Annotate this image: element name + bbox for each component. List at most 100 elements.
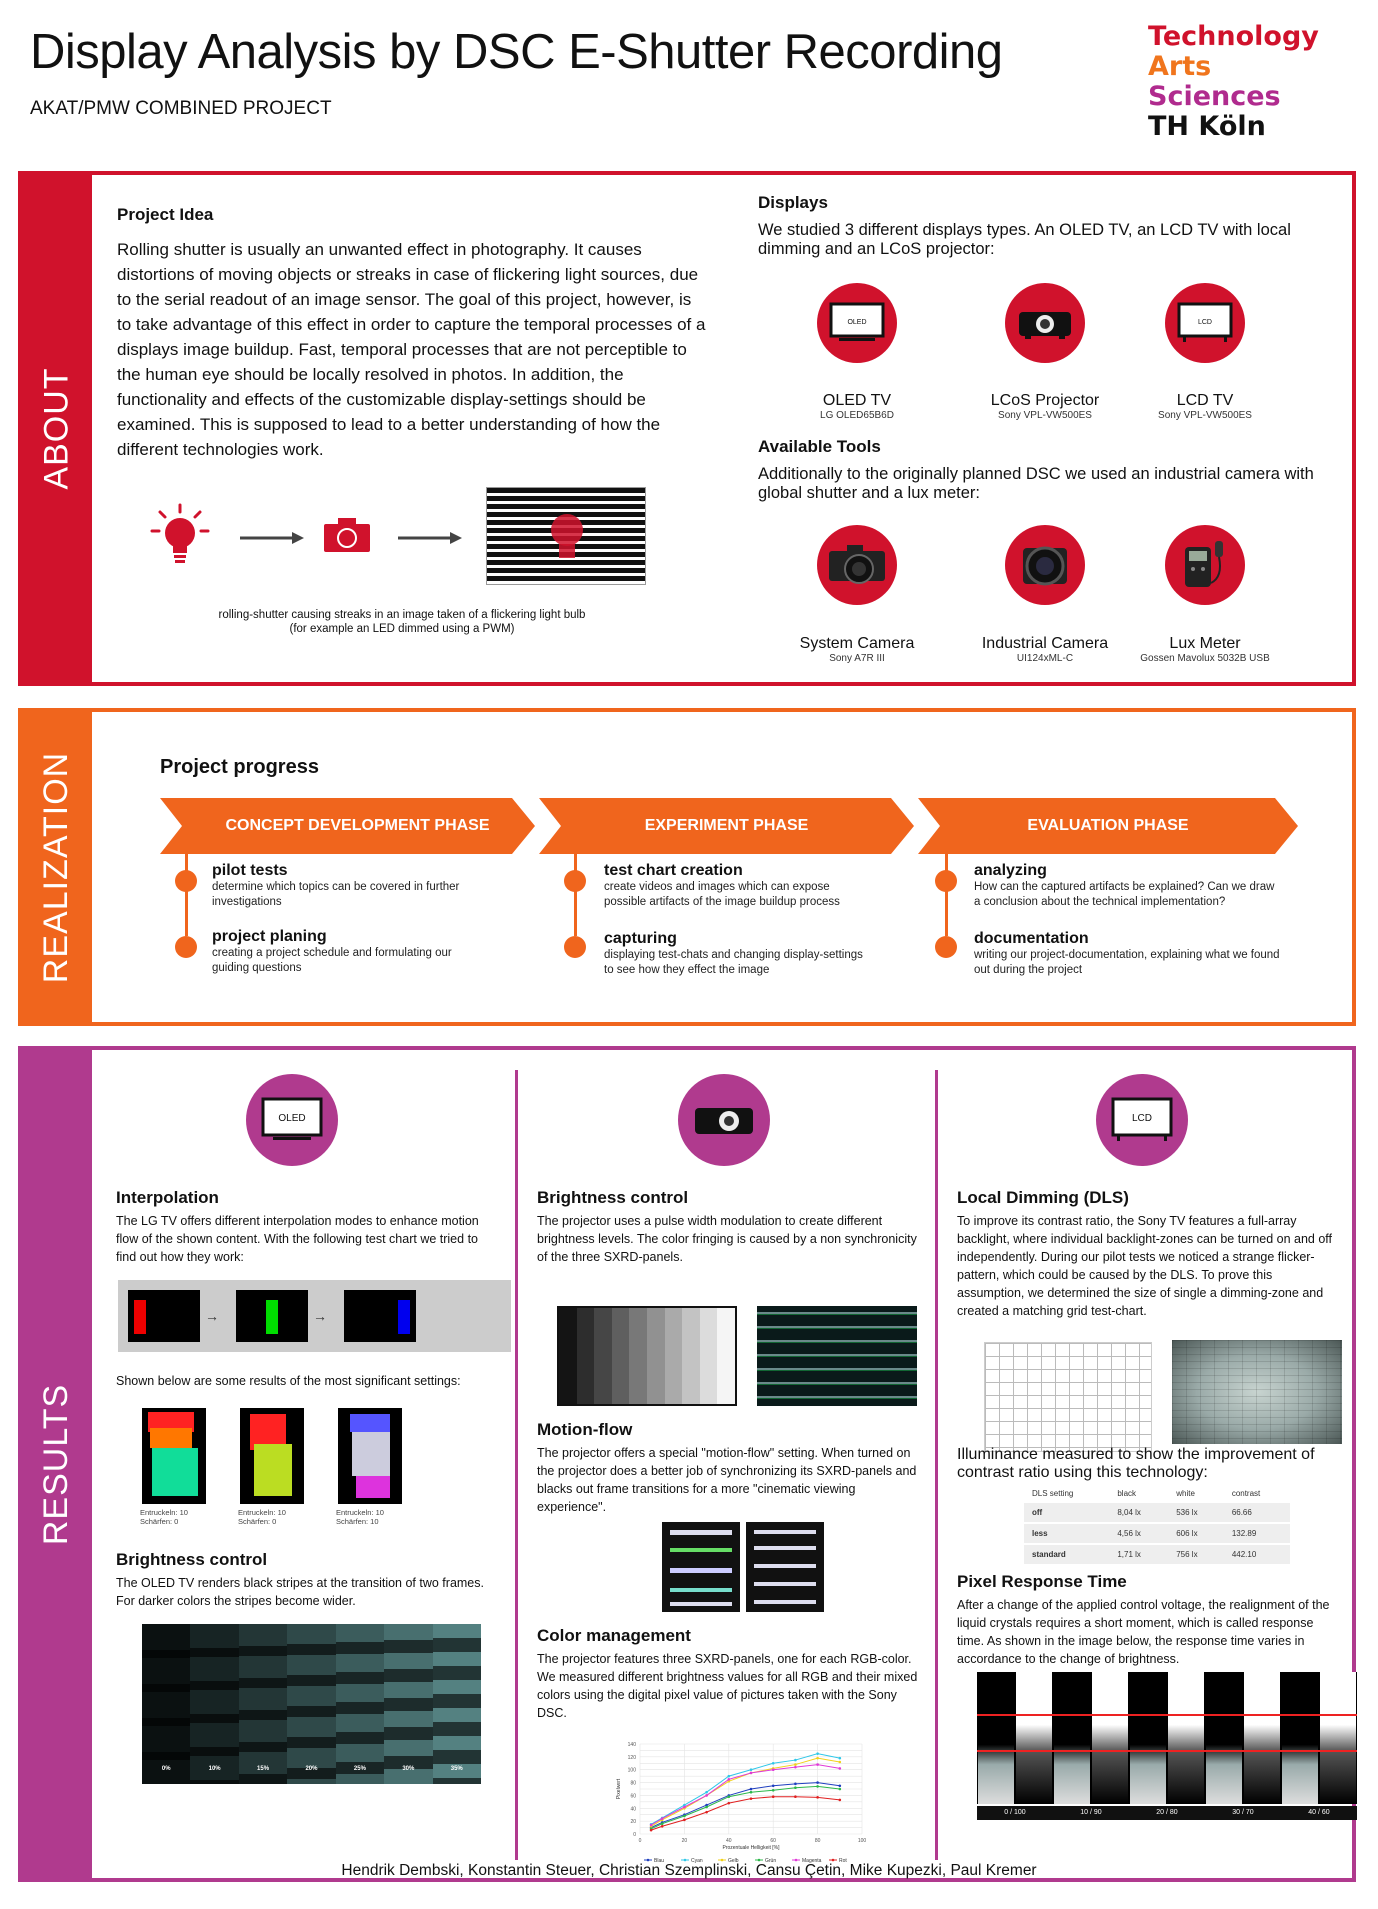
gray-step <box>646 1308 665 1404</box>
data-point <box>749 1797 753 1800</box>
timeline-dot <box>564 870 586 892</box>
displays-block: Displays We studied 3 different displays… <box>758 193 1338 259</box>
task-text: creating a project schedule and formulat… <box>212 947 452 974</box>
y-tick-label: 0 <box>633 1832 636 1838</box>
brightness-step: 25% <box>335 1624 385 1784</box>
gray-step <box>717 1308 735 1404</box>
legend-marker <box>757 1858 761 1862</box>
data-point <box>838 1787 842 1791</box>
motion-flow-text: The projector offers a special "motion-f… <box>537 1446 917 1514</box>
table-cell: 536 lx <box>1168 1503 1224 1524</box>
task-title: pilot tests <box>212 862 288 879</box>
oled-brightness-text: The OLED TV renders black stripes at the… <box>116 1576 484 1608</box>
y-tick-label: 20 <box>630 1819 636 1825</box>
legend-label: Rot <box>839 1858 847 1864</box>
x-tick-label: 60 <box>770 1838 776 1844</box>
task-title: capturing <box>604 930 677 947</box>
task-title: project planing <box>212 928 327 945</box>
pixel-response-block: Pixel Response Time After a change of th… <box>957 1572 1342 1668</box>
brightness-step: 35% <box>432 1624 481 1784</box>
data-point <box>771 1761 775 1765</box>
data-point <box>660 1817 664 1820</box>
interpolation-heading: Interpolation <box>116 1188 219 1207</box>
oled-screen-label: OLED <box>847 319 866 326</box>
data-point <box>794 1763 797 1766</box>
brightness-step: 30% <box>384 1624 433 1784</box>
y-tick-label: 60 <box>630 1793 636 1799</box>
data-point <box>705 1790 708 1794</box>
lcos-projector-name: LCoS Projector <box>990 392 1100 409</box>
logo-line-arts: Arts <box>1148 51 1212 82</box>
legend-marker <box>831 1858 835 1862</box>
pixel-response-image <box>977 1672 1357 1804</box>
legend-label: Blau <box>654 1858 664 1864</box>
column-divider <box>935 1070 938 1860</box>
projector-icon <box>678 1074 770 1166</box>
project-idea-heading: Project Idea <box>117 205 214 224</box>
table-cell: 1,71 lx <box>1109 1544 1169 1566</box>
y-tick-label: 40 <box>630 1806 636 1812</box>
data-point <box>794 1782 797 1786</box>
data-point <box>683 1818 686 1822</box>
timeline-dot <box>935 870 957 892</box>
lcd-screen-label: LCD <box>1198 319 1212 326</box>
legend-label: Cyan <box>691 1858 703 1864</box>
motion-flow-off-image <box>662 1522 740 1612</box>
response-label: 10 / 90 <box>1080 1809 1102 1816</box>
data-point <box>816 1752 819 1755</box>
project-idea-block: Project Idea Rolling shutter is usually … <box>117 205 707 462</box>
data-point <box>816 1781 819 1784</box>
x-tick-label: 80 <box>815 1838 821 1844</box>
response-label: 0 / 100 <box>1004 1809 1026 1816</box>
about-side-label: ABOUT <box>37 367 76 490</box>
response-frame <box>1206 1672 1242 1804</box>
setting-line: Entruckeln: 10 <box>140 1508 188 1517</box>
data-point <box>838 1784 842 1788</box>
legend-marker <box>720 1858 724 1862</box>
lcd-tv-model: Sony VPL-VW500ES <box>1158 410 1252 421</box>
table-cell: 4,56 lx <box>1109 1523 1169 1545</box>
data-point <box>794 1758 797 1762</box>
test-frame-red <box>128 1290 200 1342</box>
task-text: writing our project-documentation, expla… <box>974 949 1280 976</box>
data-point <box>794 1765 797 1769</box>
pixel-response-text: After a change of the applied control vo… <box>957 1598 1330 1666</box>
series-line-grün <box>650 1785 840 1830</box>
series-line-rot <box>650 1796 840 1831</box>
arrow-right-icon <box>398 530 462 551</box>
oled-interpolation-block: Interpolation The LG TV offers different… <box>116 1188 501 1266</box>
lux-meter-model: Gossen Mavolux 5032B USB <box>1140 653 1270 664</box>
phase-evaluation: EVALUATION PHASE <box>918 798 1298 854</box>
table-cell: less <box>1024 1523 1110 1545</box>
realization-side-label: REALIZATION <box>37 751 76 983</box>
data-point <box>660 1822 664 1826</box>
data-point <box>727 1779 731 1783</box>
series-line-magenta <box>650 1764 840 1826</box>
data-point <box>683 1805 686 1809</box>
x-tick-label: 100 <box>858 1838 867 1844</box>
data-point <box>838 1760 842 1764</box>
data-point <box>705 1794 708 1797</box>
authors-footer: Hendrik Dembski, Konstantin Steuer, Chri… <box>341 1862 1037 1879</box>
displays-heading: Displays <box>758 193 828 212</box>
lux-table: DLS setting black white contrast off 8,0… <box>1024 1484 1290 1566</box>
x-axis-label: Prozentuale Helligkeit [%] <box>723 1845 781 1851</box>
data-point <box>771 1784 775 1788</box>
oled-brightness-steps: 0%10%15%20%25%30%35% <box>142 1624 481 1784</box>
local-dimming-heading: Local Dimming (DLS) <box>957 1188 1129 1207</box>
gray-scale-test-chart <box>557 1306 737 1406</box>
lcos-brightness-block: Brightness control The projector uses a … <box>537 1188 922 1266</box>
column-divider <box>515 1070 518 1860</box>
shown-below-text: Shown below are some results of the most… <box>116 1374 461 1388</box>
y-axis-label: Pixelwert <box>616 1778 622 1799</box>
logo-line-sciences: Sciences <box>1148 81 1281 112</box>
caption-line-1: rolling-shutter causing streaks in an im… <box>218 609 586 621</box>
y-tick-label: 80 <box>630 1781 636 1787</box>
response-frame <box>1282 1672 1318 1804</box>
data-point <box>727 1795 731 1799</box>
data-point <box>705 1803 708 1807</box>
series-line-cyan <box>650 1753 840 1825</box>
